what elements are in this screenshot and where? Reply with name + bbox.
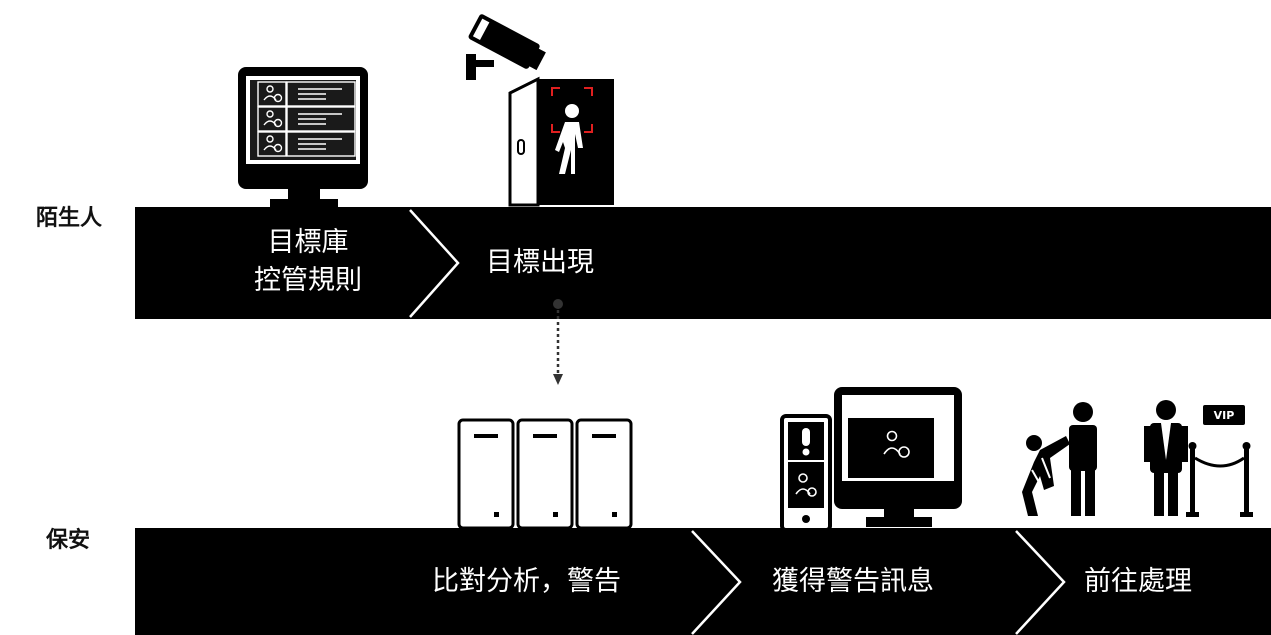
- step-target-library: 目標庫 控管規則: [208, 224, 408, 300]
- lane-label-security: 保安: [46, 528, 91, 553]
- lane-label-stranger: 陌生人: [36, 206, 103, 231]
- step-target-library-line2: 控管規則: [254, 265, 362, 296]
- security-lane-band: [135, 528, 1271, 635]
- vip-badge-label: VIP: [1214, 409, 1235, 422]
- step-go-handle: 前往處理: [1084, 566, 1192, 597]
- step-target-library-line1: 目標庫: [267, 227, 349, 258]
- step-receive-alert: 獲得警告訊息: [772, 566, 934, 597]
- stranger-lane-band: [135, 207, 1271, 319]
- step-target-appear: 目標出現: [486, 247, 594, 278]
- step-compare-analyze: 比對分析，警告: [432, 566, 621, 597]
